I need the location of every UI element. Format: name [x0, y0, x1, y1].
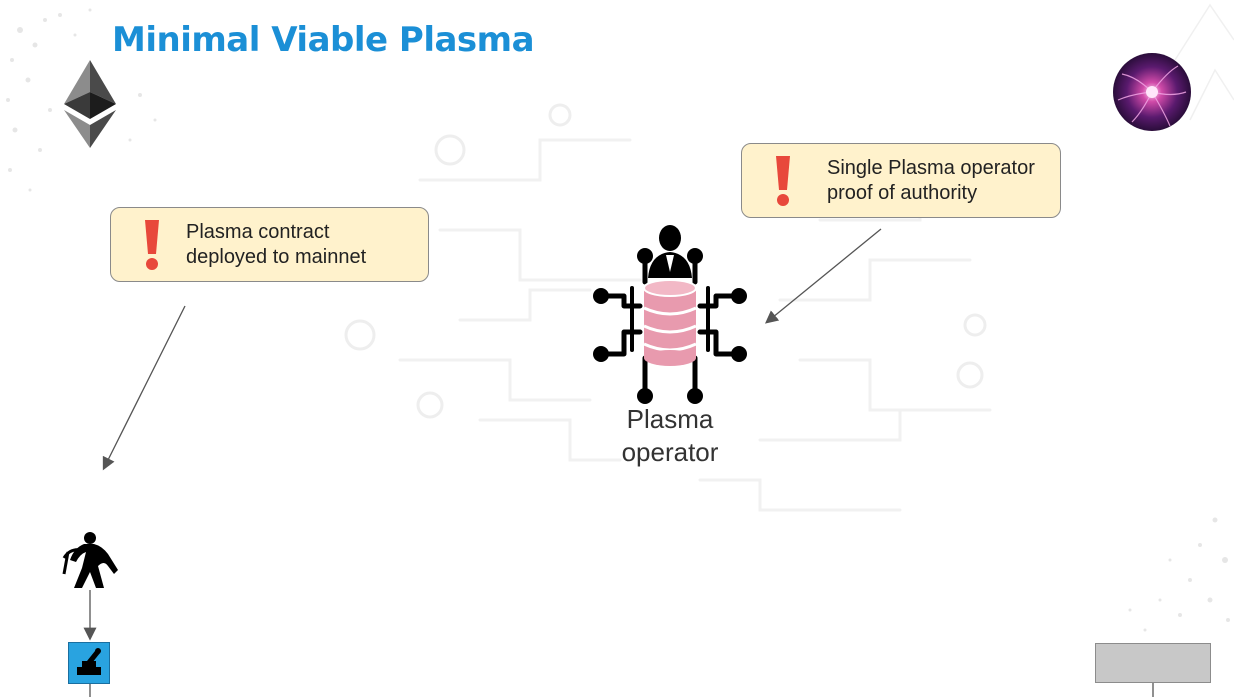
ethereum-logo-icon [64, 60, 116, 148]
operator-database-icon [593, 225, 747, 404]
block-icon [68, 642, 110, 684]
callout-line: deployed to mainnet [186, 246, 367, 268]
miner-icon [62, 532, 118, 588]
callout-line: Plasma contract [186, 221, 330, 243]
block-glyph-icon [77, 648, 101, 675]
callout-line: Single Plasma operator [827, 157, 1035, 179]
arrow-to-miner [102, 305, 186, 471]
operator-label-line: Plasma [626, 404, 714, 434]
arrow-to-operator [764, 228, 882, 324]
callout-plasma-contract: Plasma contract deployed to mainnet [110, 207, 429, 282]
callout-text: Plasma contract deployed to mainnet [186, 220, 366, 270]
callout-single-operator: Single Plasma operator proof of authorit… [741, 143, 1061, 218]
operator-label-line: operator [621, 437, 719, 467]
operator-label: Plasma operator [590, 403, 750, 469]
exclamation-icon [776, 156, 790, 206]
callout-text: Single Plasma operator proof of authorit… [827, 156, 1035, 206]
grey-block-box [1095, 643, 1211, 683]
slide-title: Minimal Viable Plasma [112, 20, 535, 60]
callout-line: proof of authority [827, 182, 978, 204]
exclamation-icon [145, 220, 159, 270]
plasma-ball-icon [1113, 53, 1191, 131]
